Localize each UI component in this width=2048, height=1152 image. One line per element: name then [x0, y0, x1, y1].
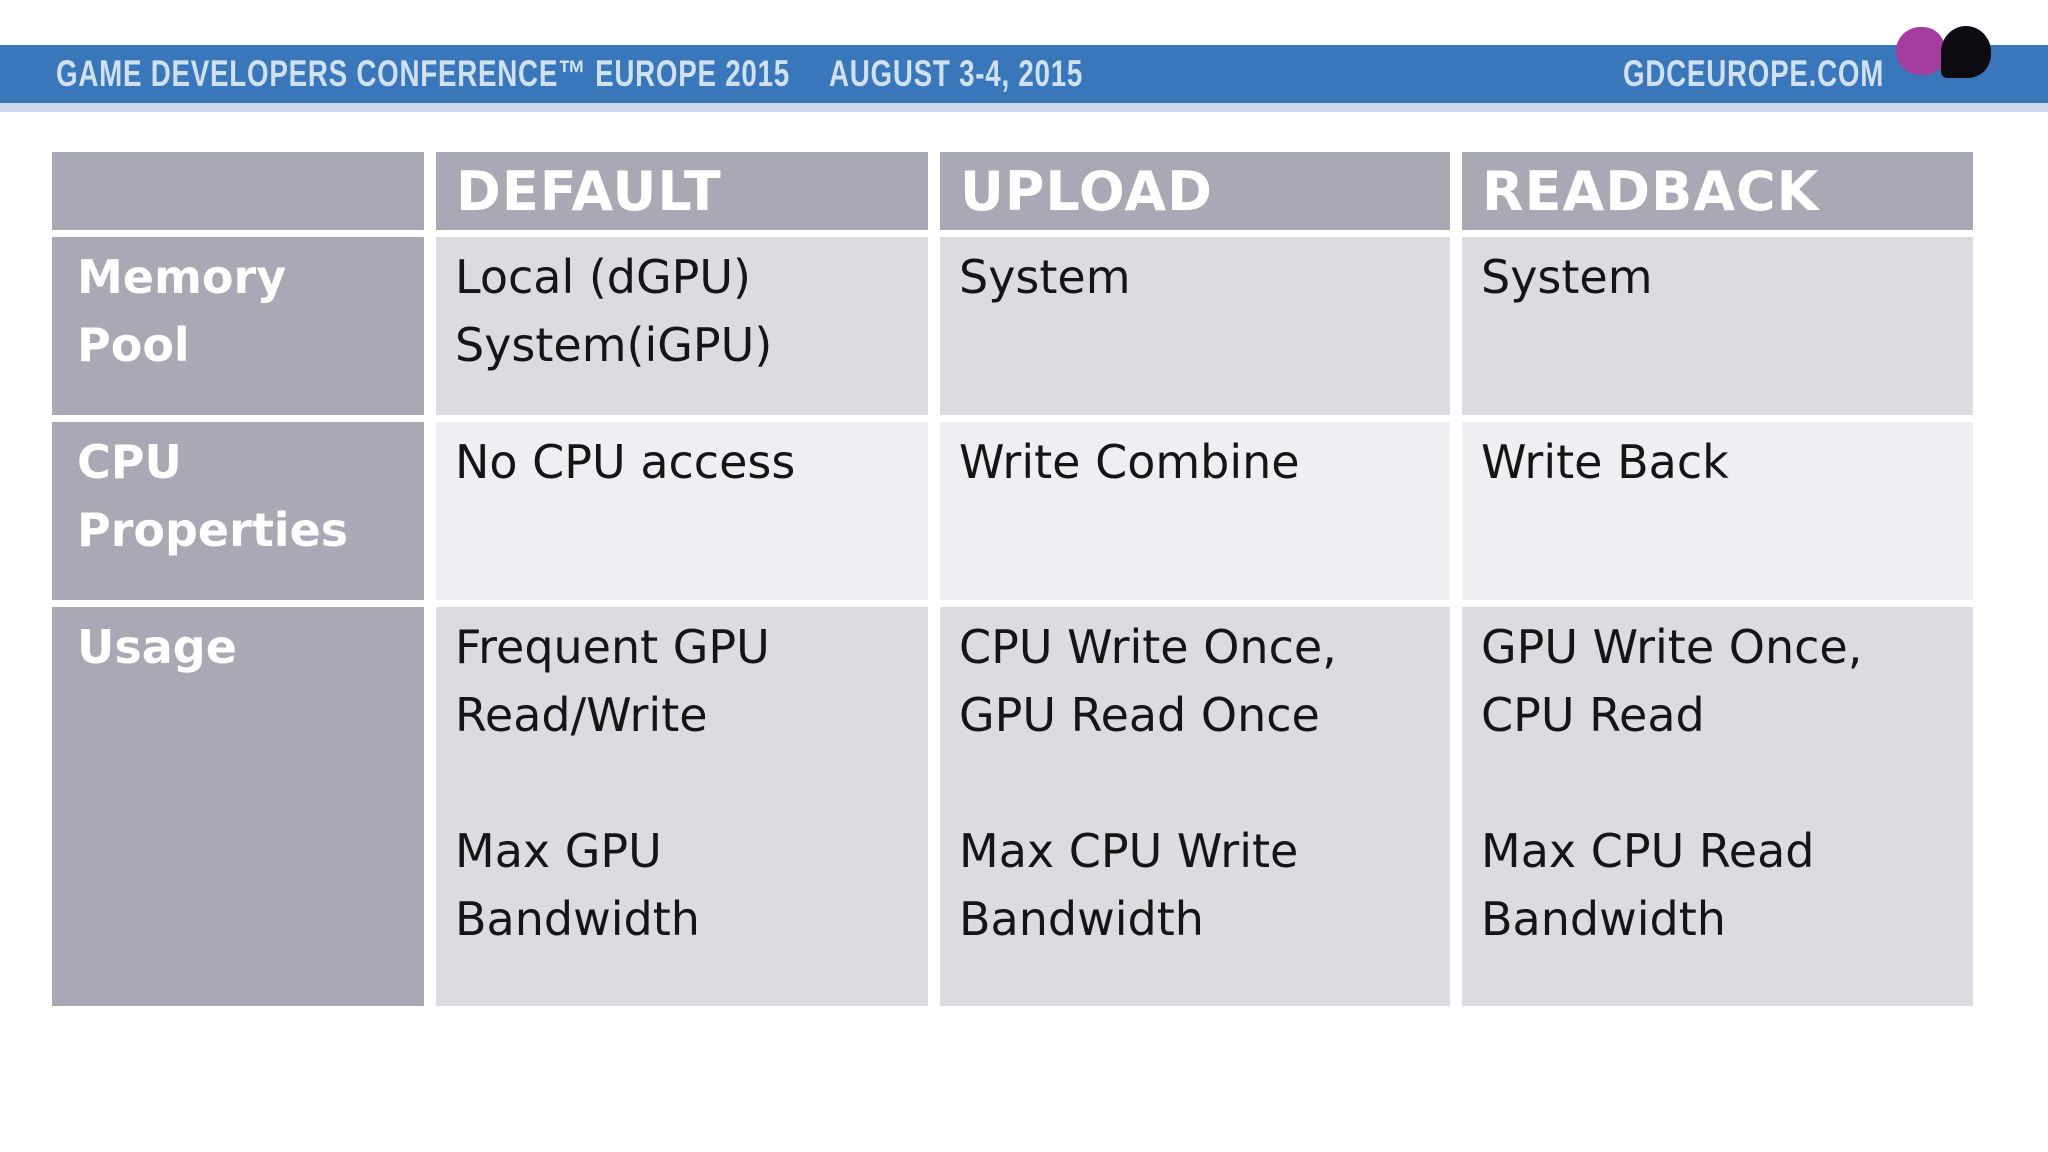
website-url: GDCEUROPE.COM: [1622, 53, 1884, 94]
banner-left-text: GAME DEVELOPERS CONFERENCE™ EUROPE 2015 …: [56, 53, 1083, 95]
cell-usage-default: Frequent GPU Read/Write Max GPU Bandwidt…: [436, 607, 928, 1006]
conference-banner: GAME DEVELOPERS CONFERENCE™ EUROPE 2015 …: [0, 45, 2048, 103]
row-label-memory-pool: Memory Pool: [52, 237, 424, 415]
cell-memory-pool-upload: System: [940, 237, 1450, 415]
conference-dates: AUGUST 3-4, 2015: [828, 53, 1084, 94]
gdc-logo-purple-shape: [1896, 27, 1945, 75]
cell-usage-readback: GPU Write Once, CPU Read Max CPU Read Ba…: [1462, 607, 1973, 1006]
row-label-cpu-properties: CPU Properties: [52, 422, 424, 600]
heap-types-table: DEFAULT UPLOAD READBACK Memory Pool Loca…: [52, 152, 1973, 1006]
cell-cpu-properties-default: No CPU access: [436, 422, 928, 600]
cell-usage-upload: CPU Write Once, GPU Read Once Max CPU Wr…: [940, 607, 1450, 1006]
gdc-logo-black-shape: [1941, 26, 1991, 78]
gdc-logo: [1896, 26, 1996, 80]
cell-cpu-properties-readback: Write Back: [1462, 422, 1973, 600]
banner-underline: [0, 103, 2048, 112]
cell-cpu-properties-upload: Write Combine: [940, 422, 1450, 600]
conference-title: GAME DEVELOPERS CONFERENCE™ EUROPE 2015: [56, 53, 790, 94]
row-label-usage: Usage: [52, 607, 424, 1006]
cell-memory-pool-readback: System: [1462, 237, 1973, 415]
table-header-upload: UPLOAD: [940, 152, 1450, 230]
table-header-default: DEFAULT: [436, 152, 928, 230]
table-header-readback: READBACK: [1462, 152, 1973, 230]
table-header-corner: [52, 152, 424, 230]
cell-memory-pool-default: Local (dGPU) System(iGPU): [436, 237, 928, 415]
